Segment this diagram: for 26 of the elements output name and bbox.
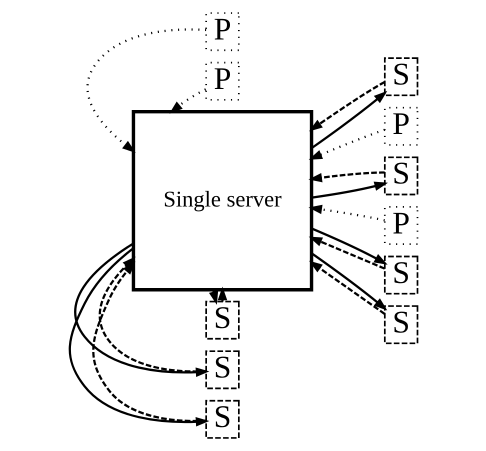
arrow xyxy=(308,128,385,160)
arrow xyxy=(92,261,206,422)
arrow xyxy=(308,236,385,270)
arrow xyxy=(217,286,227,302)
node-box: P xyxy=(383,206,418,245)
node-box: S xyxy=(204,350,240,390)
arrow xyxy=(308,80,385,132)
arrow xyxy=(168,88,206,114)
node-box: S xyxy=(383,156,418,196)
node-box: S xyxy=(383,256,418,295)
arrow xyxy=(86,28,206,153)
arrow xyxy=(308,171,384,182)
arrow xyxy=(310,90,387,149)
node-box: S xyxy=(204,400,240,439)
arrow xyxy=(311,182,388,199)
node-box: Single server xyxy=(131,110,313,292)
node-box: P xyxy=(383,106,418,146)
arrow xyxy=(308,260,385,315)
node-box: S xyxy=(383,305,418,344)
node-box: P xyxy=(204,62,240,101)
node-box: S xyxy=(383,57,418,96)
arrow xyxy=(310,228,388,265)
arrow xyxy=(308,204,384,222)
node-box: P xyxy=(204,12,240,52)
node-box: S xyxy=(204,300,240,340)
arrow xyxy=(310,252,387,311)
